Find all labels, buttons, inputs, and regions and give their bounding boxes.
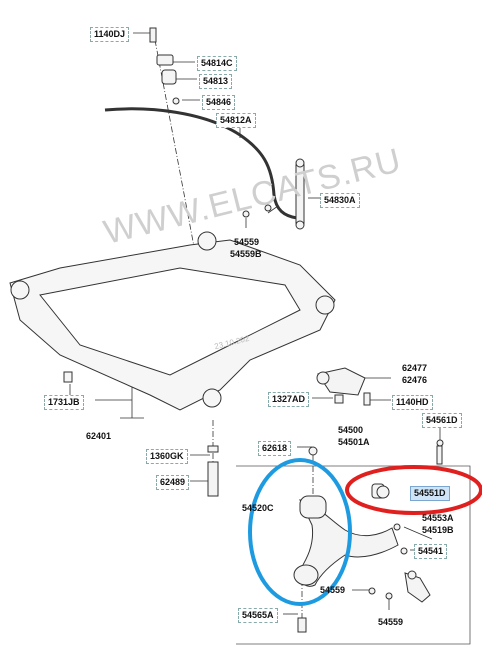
part-label-54553a[interactable]: 54553A — [422, 513, 454, 523]
part-label-62618[interactable]: 62618 — [258, 441, 292, 456]
part-label-54814c[interactable]: 54814C — [197, 56, 237, 71]
part-label-54551d[interactable]: 54551D — [410, 486, 450, 501]
part-label-54812a[interactable]: 54812A — [216, 113, 256, 128]
part-label-54846[interactable]: 54846 — [202, 95, 236, 110]
part-label-54559-bot[interactable]: 54559 — [378, 617, 404, 627]
part-label-62489[interactable]: 62489 — [156, 475, 190, 490]
part-label-54520c[interactable]: 54520C — [242, 503, 274, 513]
part-label-54541[interactable]: 54541 — [414, 544, 448, 559]
part-label-1140dj[interactable]: 1140DJ — [90, 27, 130, 42]
part-label-62477[interactable]: 62477 — [402, 363, 428, 373]
part-label-62401[interactable]: 62401 — [86, 431, 112, 441]
part-label-1327ad[interactable]: 1327AD — [268, 392, 310, 407]
part-label-54813[interactable]: 54813 — [199, 74, 233, 89]
blue-highlight-ellipse — [248, 458, 352, 606]
part-label-54519b[interactable]: 54519B — [422, 525, 454, 535]
part-label-54501a[interactable]: 54501A — [338, 437, 370, 447]
red-highlight-ellipse — [345, 465, 482, 515]
part-label-1731jb[interactable]: 1731JB — [44, 395, 84, 410]
part-label-54830a[interactable]: 54830A — [320, 193, 360, 208]
part-label-62476[interactable]: 62476 — [402, 375, 428, 385]
part-label-54561d[interactable]: 54561D — [422, 413, 462, 428]
part-label-54500[interactable]: 54500 — [338, 425, 364, 435]
part-label-54559b[interactable]: 54559B — [230, 249, 262, 259]
part-label-1140hd[interactable]: 1140HD — [392, 395, 433, 410]
part-label-54559-top[interactable]: 54559 — [234, 237, 260, 247]
part-label-54565a[interactable]: 54565A — [238, 608, 278, 623]
part-label-1360gk[interactable]: 1360GK — [146, 449, 188, 464]
part-label-54559-mid[interactable]: 54559 — [320, 585, 346, 595]
